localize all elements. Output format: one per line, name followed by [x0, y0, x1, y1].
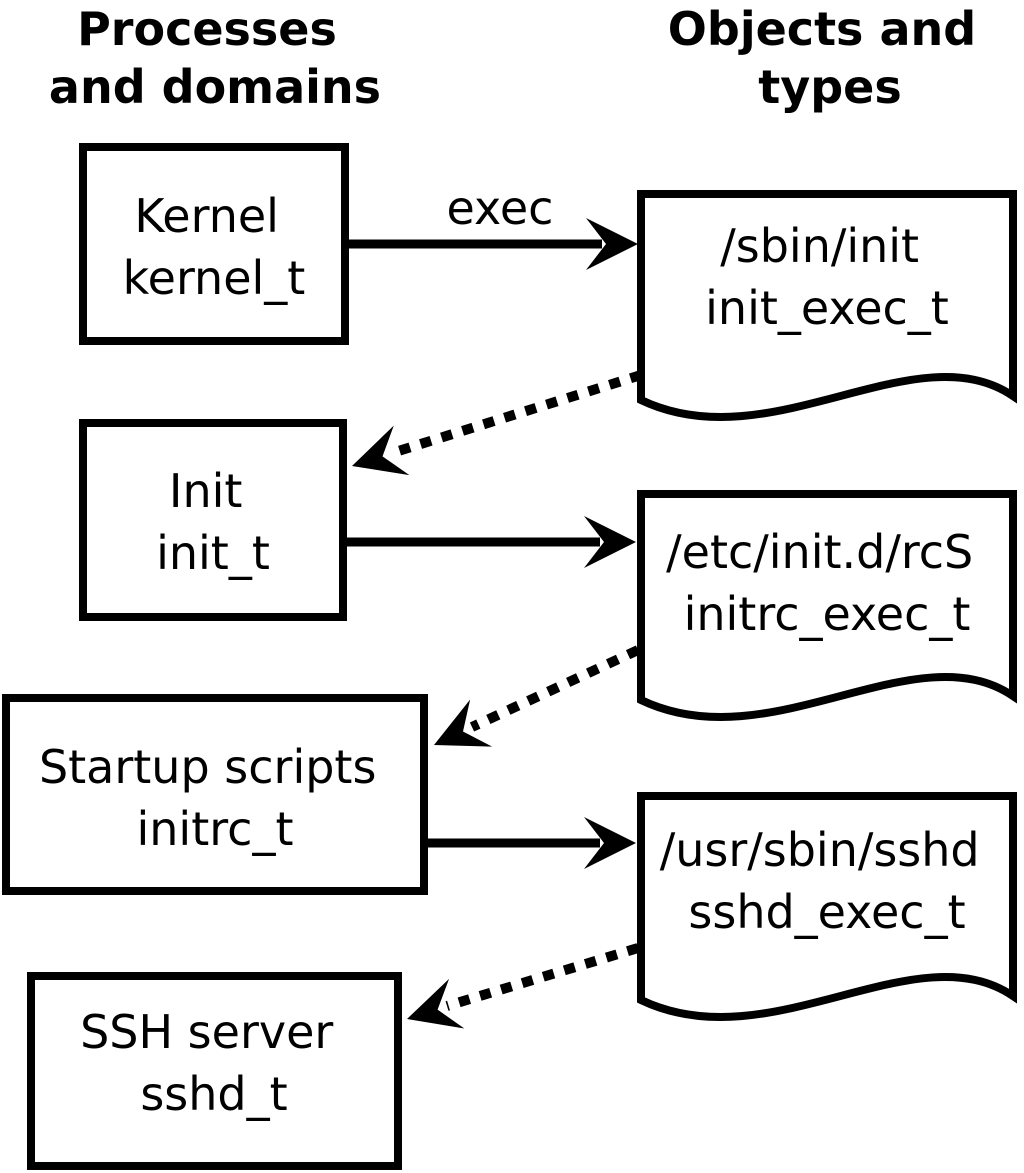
init-name: Init	[169, 464, 243, 518]
document-etc-initd-rcs: /etc/init.d/rcS initrc_exec_t	[637, 490, 1017, 721]
column-header-objects-line1: Objects and	[668, 2, 976, 56]
etc-initd-rcs-document-label: /etc/init.d/rcS initrc_exec_t	[666, 525, 988, 641]
usr-sbin-sshd-file-type: sshd_exec_t	[688, 885, 965, 939]
kernel-box-rect	[79, 143, 349, 345]
init-box-label: Init init_t	[156, 464, 270, 580]
column-header-objects-line2: types	[758, 60, 901, 114]
transition-arrow-head-3	[407, 978, 465, 1029]
exec-arrow-kernel-to-sbin-init: exec	[345, 181, 638, 270]
kernel-name: Kernel	[134, 189, 279, 243]
startup-scripts-box-rect	[2, 694, 428, 895]
column-header-objects: Objects and types	[668, 2, 992, 114]
usr-sbin-sshd-path: /usr/sbin/sshd	[660, 823, 980, 877]
transition-arrow-rcs-to-startup-scripts	[434, 645, 641, 747]
document-usr-sbin-sshd: /usr/sbin/sshd sshd_exec_t	[637, 792, 1017, 1021]
startup-scripts-name: Startup scripts	[39, 740, 377, 794]
usr-sbin-sshd-document-label: /usr/sbin/sshd sshd_exec_t	[660, 823, 995, 939]
exec-arrow-head-3	[584, 817, 636, 869]
sbin-init-file-type: init_exec_t	[705, 281, 949, 335]
startup-scripts-box-label: Startup scripts initrc_t	[39, 740, 391, 856]
column-header-processes-line2: and domains	[49, 60, 381, 114]
etc-initd-rcs-document-shape	[637, 490, 1017, 721]
sbin-init-document-label: /sbin/init init_exec_t	[705, 219, 949, 335]
transition-arrow-sbin-init-to-init	[352, 370, 643, 476]
transition-arrow-shaft-3	[445, 943, 640, 1011]
exec-arrow-label: exec	[447, 181, 554, 235]
document-sbin-init: /sbin/init init_exec_t	[637, 190, 1017, 421]
etc-initd-rcs-file-type: initrc_exec_t	[684, 587, 971, 641]
transition-arrow-head-2	[434, 699, 493, 747]
kernel-box-label: Kernel kernel_t	[123, 189, 306, 305]
etc-initd-rcs-path: /etc/init.d/rcS	[666, 525, 973, 579]
ssh-server-box-rect	[27, 972, 402, 1170]
process-box-startup-scripts: Startup scripts initrc_t	[2, 694, 428, 895]
ssh-server-domain-type: sshd_t	[140, 1067, 287, 1121]
exec-arrow-head-2	[584, 516, 636, 568]
column-header-processes: Processes and domains	[49, 2, 381, 114]
transition-arrow-shaft-1	[390, 370, 643, 458]
transition-arrow-head-1	[352, 425, 410, 476]
sbin-init-document-shape	[637, 190, 1017, 421]
transition-arrow-sshd-to-ssh-server	[407, 943, 640, 1029]
exec-arrow-startup-scripts-to-sshd	[424, 817, 636, 869]
ssh-server-box-label: SSH server sshd_t	[80, 1005, 348, 1121]
column-header-processes-line1: Processes	[77, 2, 337, 56]
process-box-kernel: Kernel kernel_t	[79, 143, 349, 345]
process-box-init: Init init_t	[79, 419, 347, 621]
process-box-ssh-server: SSH server sshd_t	[27, 972, 402, 1170]
exec-arrow-head	[586, 218, 638, 270]
usr-sbin-sshd-document-shape	[637, 792, 1017, 1021]
sbin-init-path: /sbin/init	[720, 219, 919, 273]
exec-arrow-init-to-rcs	[343, 516, 636, 568]
ssh-server-name: SSH server	[80, 1005, 333, 1059]
init-domain-type: init_t	[156, 526, 270, 580]
kernel-domain-type: kernel_t	[123, 251, 306, 305]
init-box-rect	[79, 419, 347, 621]
transition-arrow-shaft-2	[469, 645, 641, 732]
startup-scripts-domain-type: initrc_t	[137, 802, 294, 856]
